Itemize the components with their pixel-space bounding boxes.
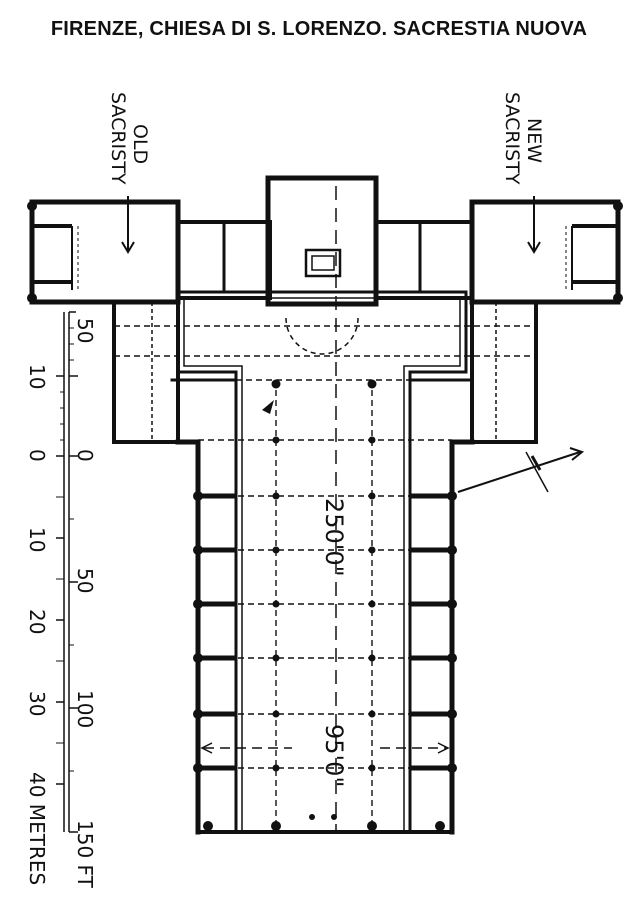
altar (304, 248, 342, 278)
scale-metre-label: 20 (25, 609, 49, 634)
scale-metre-label: 10 (25, 364, 49, 389)
scale-metre-label: 30 (25, 691, 49, 716)
scale-metre-label: 0 (25, 449, 49, 462)
crossing-dome (285, 317, 359, 355)
old-sacristy-label-line2: SACRISTY (107, 92, 129, 185)
scale-metre-label: 40 METRES (25, 772, 49, 885)
old-sacristy-label-line1: OLD (129, 124, 151, 164)
new-sacristy-arrow-icon (527, 196, 541, 254)
scale-feet-label: 0 (73, 449, 97, 462)
page-title: FIRENZE, CHIESA DI S. LORENZO. SACRESTIA… (50, 18, 588, 40)
new-sacristy-label-line2: SACRISTY (501, 92, 523, 185)
width-dimension-line (200, 742, 450, 754)
aisle-cross-walls (198, 493, 452, 771)
north-arrow-icon (457, 447, 585, 493)
pulpit-icon (262, 400, 274, 414)
scale-metre-label: 10 (25, 527, 49, 552)
sacristy-details (34, 222, 616, 442)
scale-feet-label: 150 FT (73, 820, 97, 889)
scale-feet-label: 100 (73, 690, 97, 728)
scale-bar (56, 311, 78, 833)
scale-feet-label: 50 (73, 318, 97, 343)
nave-columns (27, 201, 623, 831)
scale-feet-label: 50 (73, 568, 97, 593)
length-dimension-label: 250'0" (320, 498, 348, 577)
width-dimension-label: 95'0" (320, 724, 348, 787)
new-sacristy-label-line1: NEW (523, 118, 545, 163)
old-sacristy-arrow-icon (121, 196, 135, 254)
